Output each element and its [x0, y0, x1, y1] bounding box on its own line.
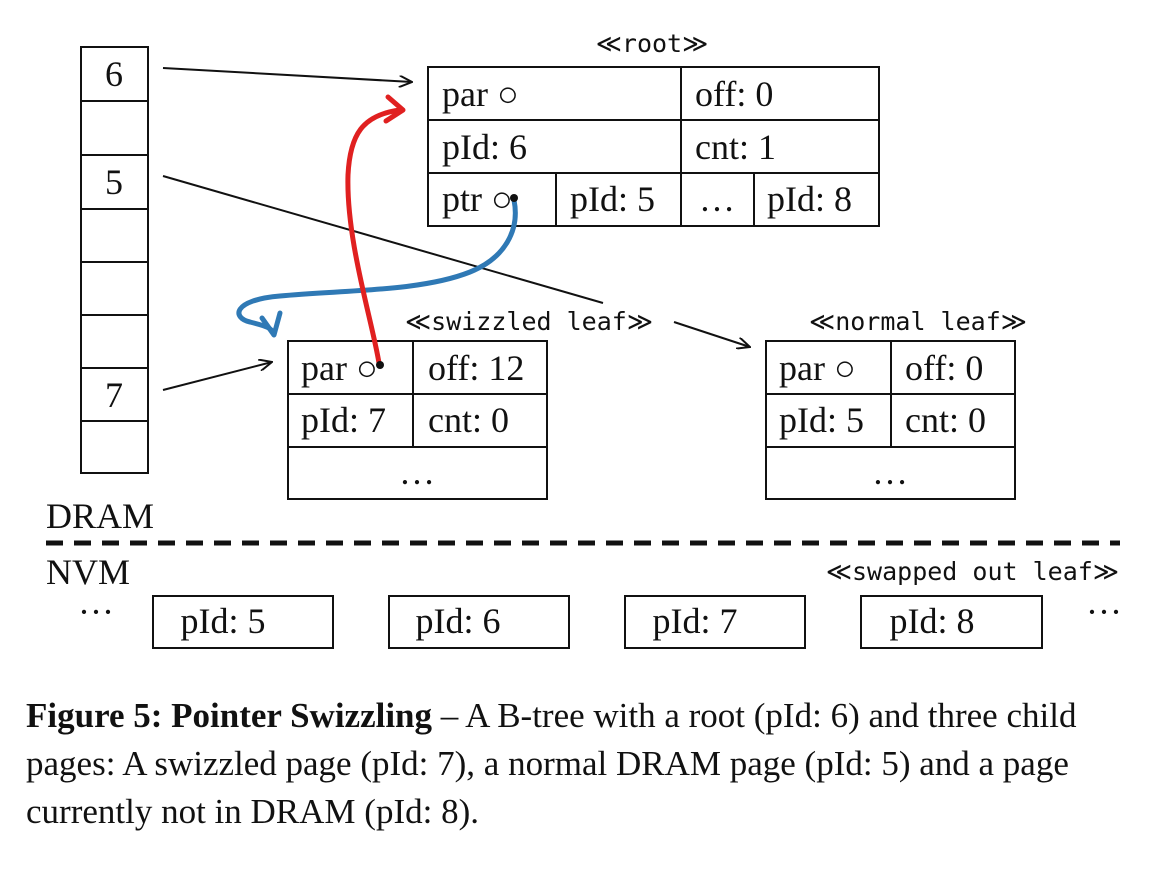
- dram-slot: [80, 100, 149, 156]
- slot-6-to-root-arrow: [162, 67, 412, 82]
- root-stereotype: ≪root≫: [596, 29, 709, 58]
- dram-slot-array: 6 5 7: [80, 46, 149, 474]
- root-ptr-field: ptr ○: [442, 179, 513, 219]
- nvm-label: NVM: [46, 552, 130, 592]
- caption-title: Figure 5: Pointer Swizzling: [26, 696, 433, 735]
- nvm-page: [860, 595, 1043, 649]
- swizzled-cnt-field: cnt: 0: [428, 400, 509, 440]
- root-ptr-dot: [510, 194, 518, 202]
- caption-text: – A B-tree with a root (pId: 6) and thre…: [26, 696, 1077, 831]
- swizzled-pointer-arrowhead: [259, 310, 283, 338]
- dram-slot-value: 7: [105, 375, 123, 415]
- nvm-ellipsis-left: ···: [78, 592, 114, 632]
- dram-slot: [80, 208, 149, 263]
- slot-7-to-swizzled-leaf-arrow: [162, 362, 272, 391]
- swizzled-pointer-arrow: [236, 197, 518, 337]
- pointer-swizzling-diagram: 6 5 7 ≪root≫ par ○ off: 0 pId: 6 cnt: 1 …: [46, 29, 1122, 649]
- root-par-field: par ○: [442, 74, 519, 114]
- normal-pid-field: pId: 5: [779, 400, 864, 440]
- root-ellipsis: …: [699, 179, 735, 219]
- slot-5-to-normal-leaf-arrow: [673, 321, 750, 347]
- figure-caption: Figure 5: Pointer Swizzling – A B-tree w…: [26, 692, 1156, 836]
- dram-slot: [80, 46, 149, 102]
- normal-par-field: par ○: [779, 348, 856, 388]
- nvm-page-label: pId: 5: [181, 601, 266, 641]
- nvm-page-label: pId: 6: [416, 601, 501, 641]
- swapped-leaf-stereotype: ≪swapped out leaf≫: [826, 557, 1119, 586]
- root-node: ≪root≫ par ○ off: 0 pId: 6 cnt: 1 ptr ○ …: [427, 29, 880, 227]
- dram-slot: [80, 420, 149, 474]
- nvm-ellipsis-right: ···: [1086, 592, 1122, 632]
- normal-leaf-stereotype: ≪normal leaf≫: [809, 307, 1027, 336]
- swizzled-par-field: par ○: [301, 348, 378, 388]
- root-off-field: off: 0: [695, 74, 773, 114]
- nvm-page-row: ··· pId: 5 pId: 6 pId: 7 pId: 8 ···: [78, 592, 1122, 649]
- normal-leaf-node: ≪normal leaf≫ par ○ off: 0 pId: 5 cnt: 0…: [765, 307, 1027, 500]
- root-child-pid: pId: 8: [767, 179, 852, 219]
- swizzled-leaf-node: ≪swizzled leaf≫ par ○ off: 12 pId: 7 cnt…: [287, 307, 653, 500]
- normal-off-field: off: 0: [905, 348, 983, 388]
- nvm-page: [152, 595, 334, 649]
- parent-pointer-arrowhead: [383, 94, 406, 124]
- dram-label: DRAM: [46, 496, 154, 536]
- swizzled-leaf-stereotype: ≪swizzled leaf≫: [405, 307, 653, 336]
- nvm-page: [624, 595, 806, 649]
- nvm-page: [388, 595, 570, 649]
- swizzled-off-field: off: 12: [428, 348, 524, 388]
- swizzled-par-dot: [376, 361, 384, 369]
- parent-pointer-arrow: [345, 107, 403, 366]
- swizzled-pid-field: pId: 7: [301, 400, 386, 440]
- dram-slot-value: 6: [105, 54, 123, 94]
- slot-5-arrow-segment: [162, 175, 604, 304]
- dram-slot-value: 5: [105, 162, 123, 202]
- normal-cnt-field: cnt: 0: [905, 400, 986, 440]
- root-pid-field: pId: 6: [442, 127, 527, 167]
- root-child-pid: pId: 5: [570, 179, 655, 219]
- normal-ellipsis: …: [872, 452, 908, 492]
- swizzled-ellipsis: …: [399, 452, 435, 492]
- nvm-page-label: pId: 7: [653, 601, 738, 641]
- root-cnt-field: cnt: 1: [695, 127, 776, 167]
- dram-slot: [80, 261, 149, 316]
- dram-slot: [80, 314, 149, 369]
- nvm-page-label: pId: 8: [890, 601, 975, 641]
